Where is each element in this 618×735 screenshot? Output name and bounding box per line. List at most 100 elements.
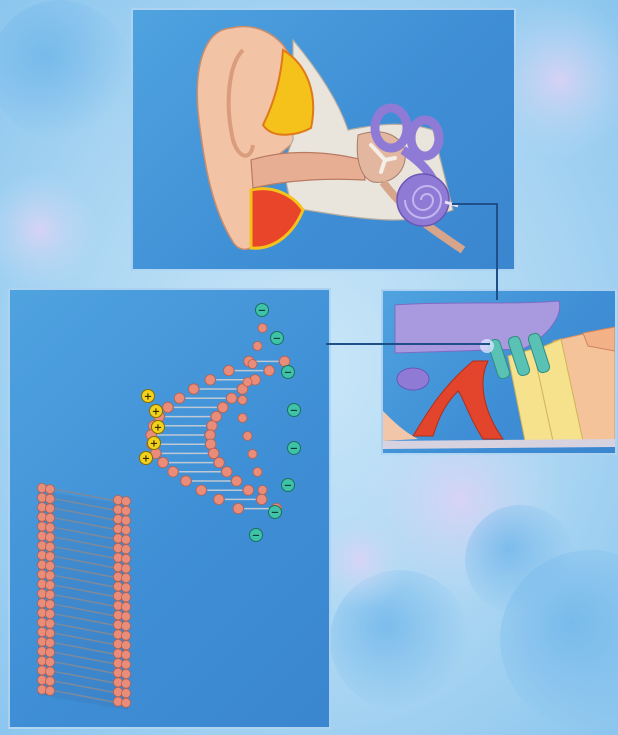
lipid-head	[121, 535, 130, 544]
lipid-head	[45, 686, 54, 695]
negative-ion-symbol: −	[284, 481, 292, 492]
positive-ion: +	[142, 390, 155, 403]
lipid-head	[224, 365, 234, 375]
lipid-head	[222, 467, 232, 477]
lipid-head	[121, 621, 130, 630]
lipid-head	[121, 573, 130, 582]
organ-of-corti-panel	[381, 289, 617, 455]
negative-ion: −	[288, 442, 301, 455]
flat-lipid-bilayer-block	[37, 483, 130, 710]
negative-ion-symbol: −	[258, 306, 266, 317]
lipid-head	[181, 476, 191, 486]
lipid-head	[45, 552, 54, 561]
lipid-head	[45, 504, 54, 513]
lipid-head	[45, 513, 54, 522]
lipid-head	[121, 650, 130, 659]
positive-ion-symbol: +	[150, 439, 158, 450]
negative-ion: −	[250, 529, 263, 542]
lipid-head	[45, 600, 54, 609]
positive-ion-symbol: +	[154, 423, 162, 434]
lipid-head	[248, 450, 257, 459]
lipid-head	[238, 414, 247, 423]
lipid-head	[205, 375, 215, 385]
lipid-head	[121, 525, 130, 534]
negative-ion-symbol: −	[252, 531, 260, 542]
lipid-head	[45, 667, 54, 676]
lipid-head	[158, 457, 168, 467]
lipid-head	[45, 523, 54, 532]
lipid-head	[45, 677, 54, 686]
negative-ion: −	[256, 304, 269, 317]
lipid-head	[214, 457, 224, 467]
lipid-head	[121, 698, 130, 707]
lipid-head	[45, 590, 54, 599]
lipid-head	[45, 542, 54, 551]
outer-hair-cells	[487, 332, 551, 380]
lipid-head	[121, 593, 130, 602]
lipid-head	[45, 638, 54, 647]
lipid-head	[121, 554, 130, 563]
lipid-head	[238, 396, 247, 405]
lipid-head	[45, 571, 54, 580]
lipid-head	[121, 583, 130, 592]
basilar-membrane	[383, 439, 615, 449]
lipid-head	[168, 467, 178, 477]
focus-highlight	[480, 339, 494, 353]
positive-ion: +	[150, 405, 163, 418]
lipid-head	[253, 468, 262, 477]
lipid-head	[243, 378, 252, 387]
lipid-head	[253, 342, 262, 351]
lipid-head	[174, 393, 184, 403]
ear-anatomy-panel	[131, 8, 516, 271]
lipid-head	[45, 581, 54, 590]
lipid-head	[226, 393, 236, 403]
lipid-head	[45, 533, 54, 542]
lipid-head	[45, 648, 54, 657]
lipid-head	[121, 660, 130, 669]
lipid-head	[121, 545, 130, 554]
lipid-head	[248, 360, 257, 369]
lipid-head	[45, 657, 54, 666]
negative-ion: −	[282, 479, 295, 492]
lipid-head	[243, 432, 252, 441]
negative-ions: −−−−−−−−	[250, 304, 301, 542]
positive-ion-symbol: +	[152, 407, 160, 418]
lipid-head	[121, 497, 130, 506]
organ-of-corti-illustration	[383, 291, 615, 453]
lipid-head	[258, 324, 267, 333]
inner-hair-cell	[397, 368, 429, 390]
lipid-head	[243, 485, 253, 495]
lipid-head	[163, 402, 173, 412]
lipid-head	[121, 679, 130, 688]
lipid-head	[218, 402, 228, 412]
lipid-membrane-panel: +++++ −−−−−−−−	[8, 288, 331, 729]
cochlea	[397, 174, 449, 226]
lower-tissue	[383, 411, 418, 441]
curved-lipid-bilayer	[146, 356, 290, 514]
lipid-head	[121, 641, 130, 650]
lipid-head	[264, 365, 274, 375]
lipid-head	[209, 448, 219, 458]
ear-cross-section-illustration	[133, 10, 514, 269]
lipid-head	[45, 619, 54, 628]
lipid-head	[256, 494, 266, 504]
lipid-head	[121, 689, 130, 698]
lipid-head	[45, 494, 54, 503]
lipid-head	[258, 486, 267, 495]
positive-ion-symbol: +	[144, 392, 152, 403]
outer-lipid-heads	[238, 324, 267, 495]
negative-ion: −	[282, 366, 295, 379]
negative-ion: −	[269, 506, 282, 519]
positive-ion: +	[140, 452, 153, 465]
negative-ion: −	[271, 332, 284, 345]
lipid-head	[121, 612, 130, 621]
lipid-head	[45, 485, 54, 494]
lipid-head	[121, 506, 130, 515]
lipid-head	[45, 561, 54, 570]
lipid-head	[121, 631, 130, 640]
positive-ion-symbol: +	[142, 454, 150, 465]
lipid-membrane-illustration: +++++ −−−−−−−−	[10, 290, 329, 727]
lipid-head	[233, 503, 243, 513]
lipid-head	[214, 494, 224, 504]
lipid-head	[45, 609, 54, 618]
